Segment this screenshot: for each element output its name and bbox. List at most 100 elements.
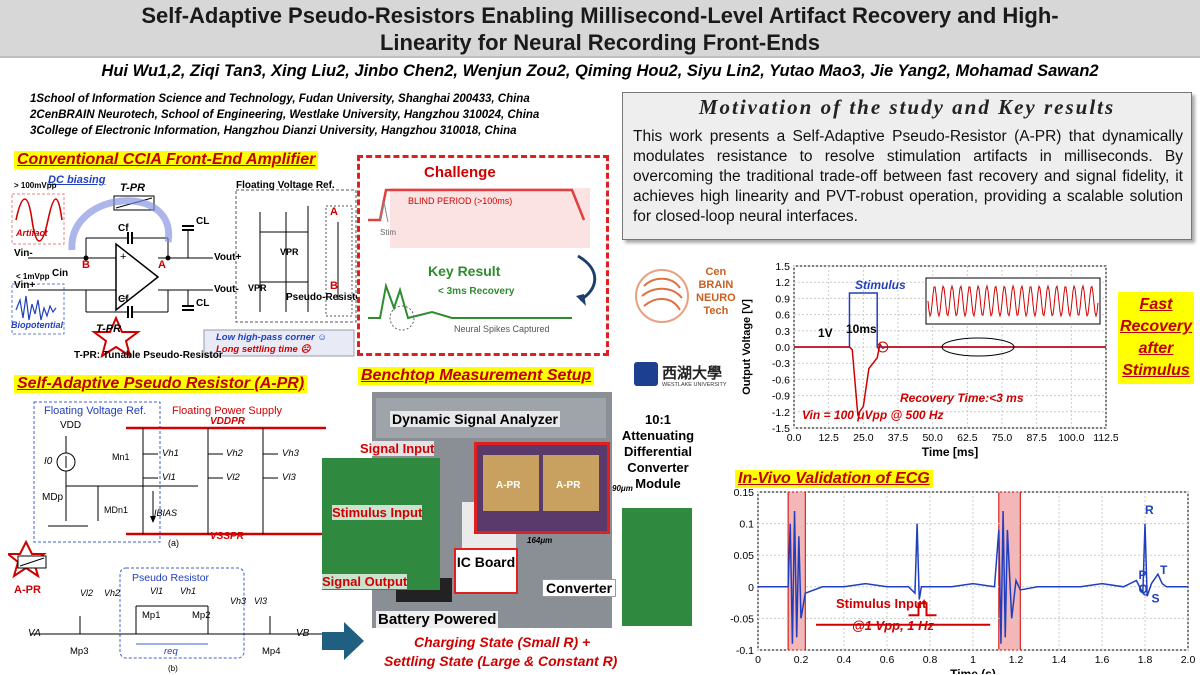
series-line-1	[794, 342, 1106, 417]
westlake-en-name: WESTLAKE UNIVERSITY	[662, 382, 727, 388]
vl2-label: Vl2	[226, 472, 240, 483]
poster-title-line-2: Linearity for Neural Recording Front-End…	[379, 30, 821, 55]
vl3-bottom-label: Vl3	[254, 596, 268, 606]
vl1-bottom-label: Vl1	[150, 586, 164, 596]
note-good: Low high-pass corner ☺	[216, 332, 328, 343]
vout-plus-label: Vout+	[214, 252, 242, 263]
vb-label: VB	[296, 628, 310, 639]
biopotential-label: Biopotential	[11, 320, 63, 330]
mdp-label: MDp	[42, 492, 64, 503]
apr-section-title: Self-Adaptive Pseudo Resistor (A-PR)	[14, 375, 308, 393]
x-tick-label: 50.0	[922, 432, 943, 444]
x-axis-label: Time (s)	[950, 667, 996, 674]
die-height-label: 90μm	[612, 484, 633, 493]
caption-a: (a)	[168, 538, 179, 548]
vl2-bottom-label: Vl2	[80, 588, 94, 598]
blind-period-label: BLIND PERIOD (>100ms)	[408, 196, 513, 206]
vin-annotation: Vin = 100 μVpp @ 500 Hz	[802, 408, 944, 422]
svg-text:−: −	[120, 293, 126, 305]
cenbrain-text-4: Tech	[703, 305, 729, 317]
flow-arrow-icon	[322, 622, 364, 660]
mn1-label: Mn1	[112, 452, 130, 462]
recovery-time-annotation: Recovery Time:<3 ms	[900, 391, 1024, 405]
mp1-label: Mp1	[142, 610, 161, 621]
vh3-bottom-label: Vh3	[230, 596, 247, 606]
x-tick-label: 0	[755, 654, 761, 666]
zoom-ellipse	[941, 337, 1015, 357]
apr-pseudo-resistor-label: Pseudo Resistor	[132, 572, 210, 584]
apr-star-label: A-PR	[14, 584, 41, 596]
y-tick-label: 0.05	[734, 550, 755, 562]
attenuator-label: 10:1 Attenuating Differential Converter …	[621, 412, 695, 491]
die-apr-label-2: A-PR	[556, 480, 581, 491]
x-tick-label: 1.8	[1138, 654, 1153, 666]
vh2-label: Vh2	[226, 448, 243, 459]
vpr-label-1: VPR	[280, 247, 299, 257]
artifact-label: Artifact	[16, 228, 48, 238]
mp4-label: Mp4	[262, 646, 281, 657]
dc-biasing-label: DC biasing	[48, 174, 106, 186]
x-tick-label: 0.2	[794, 654, 809, 666]
challenge-title: Challenge	[424, 164, 496, 181]
ecg-stimulus-params: @1 Vpp, 1 Hz	[852, 618, 935, 633]
apr-floating-ref-label: Floating Voltage Ref.	[44, 405, 147, 417]
cl-top-label: CL	[196, 216, 210, 227]
vin-plus-label: Vin+	[14, 280, 36, 291]
y-tick-label: 0	[748, 582, 754, 594]
x-tick-label: 87.5	[1026, 432, 1047, 444]
ecg-stimulus-label: Stimulus Input	[836, 596, 927, 611]
stim-pulse-icon	[908, 602, 937, 617]
pcb-left-photo	[322, 458, 440, 590]
motivation-box: Motivation of the study and Key results …	[622, 92, 1192, 240]
signal-output-label: Signal Output	[322, 574, 408, 589]
affiliation-2: 2CenBRAIN Neurotech, School of Engineeri…	[30, 109, 540, 121]
tpr-definition: T-PR: Tunable Pseudo-Resistor	[74, 350, 223, 361]
x-tick-label: 0.4	[837, 654, 852, 666]
y-axis-label: Output Voltage [V]	[741, 299, 753, 395]
stimulus-input-label: Stimulus Input	[332, 505, 423, 520]
westlake-cn-name: 西湖大學	[662, 364, 723, 382]
va-label: VA	[28, 628, 41, 639]
x-tick-label: 2.0	[1181, 654, 1196, 666]
y-tick-label: 0.0	[775, 342, 790, 354]
ccia-section-title: Conventional CCIA Front-End Amplifier	[14, 151, 319, 169]
analyzer-label: Dynamic Signal Analyzer	[390, 411, 560, 427]
apr-schematic	[8, 401, 326, 659]
battery-label: Battery Powered	[376, 611, 499, 628]
tpr-bottom-label: T-PR	[96, 323, 122, 335]
motivation-heading: Motivation of the study and Key results	[698, 95, 1116, 119]
series-line-0	[758, 510, 1188, 644]
y-tick-label: 0.3	[775, 326, 790, 338]
cf-bottom-label: Cf	[118, 294, 129, 305]
vddpr-label: VDDPR	[210, 416, 246, 427]
schematic-node-b: B	[330, 280, 338, 292]
y-tick-label: 0.15	[734, 487, 755, 499]
note-bad: Long settling time ☹	[216, 344, 311, 355]
cin-label: Cin	[52, 268, 69, 279]
artifact-amplitude: > 100mVpp	[14, 181, 57, 190]
y-tick-label: -0.05	[730, 613, 754, 625]
chip-die-photo	[474, 442, 610, 534]
biopotential-amplitude: < 1mVpp	[16, 272, 50, 281]
vin-minus-label: Vin-	[14, 248, 33, 259]
mdn1-label: MDn1	[104, 505, 129, 515]
recovery-label: < 3ms Recovery	[438, 286, 515, 297]
title-bar: Self-Adaptive Pseudo-Resistors Enabling …	[0, 0, 1200, 58]
node-b-label: B	[82, 259, 90, 271]
y-tick-label: -0.3	[772, 358, 790, 370]
vl1-label: Vl1	[162, 472, 176, 483]
svg-text:+: +	[120, 251, 126, 263]
ecg-section-title: In-Vivo Validation of ECG	[735, 470, 933, 488]
x-tick-label: 0.0	[787, 432, 802, 444]
y-tick-label: -0.9	[772, 391, 790, 403]
apr-block-1	[483, 455, 539, 511]
vl3-label: Vl3	[282, 472, 296, 483]
vpr-label-2: VPR	[248, 283, 267, 293]
apr-block-2	[543, 455, 599, 511]
node-a-label: A	[158, 259, 166, 271]
cf-top-label: Cf	[118, 223, 129, 234]
vout-minus-label: Vout-	[214, 284, 239, 295]
y-tick-label: 1.5	[775, 261, 790, 273]
req-label: req	[164, 646, 178, 657]
cenbrain-text-2: BRAIN	[698, 279, 734, 291]
